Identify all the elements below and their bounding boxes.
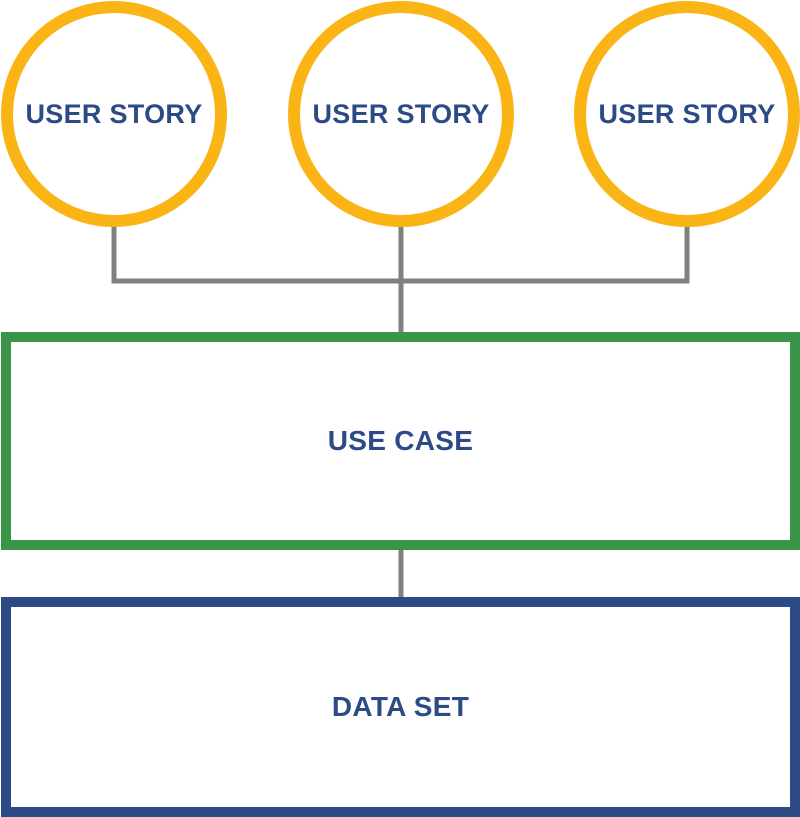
user-story-label: USER STORY [312,98,490,129]
data-set-box: DATA SET [1,597,800,817]
user-story-circle-2: USER STORY [288,1,514,227]
use-case-label: USE CASE [327,425,474,456]
user-story-circle-3: USER STORY [574,1,800,227]
data-set-label: DATA SET [331,691,470,722]
user-story-label: USER STORY [598,98,776,129]
use-case-box: USE CASE [1,332,800,550]
user-story-label: USER STORY [25,98,203,129]
user-story-circle-1: USER STORY [1,1,227,227]
